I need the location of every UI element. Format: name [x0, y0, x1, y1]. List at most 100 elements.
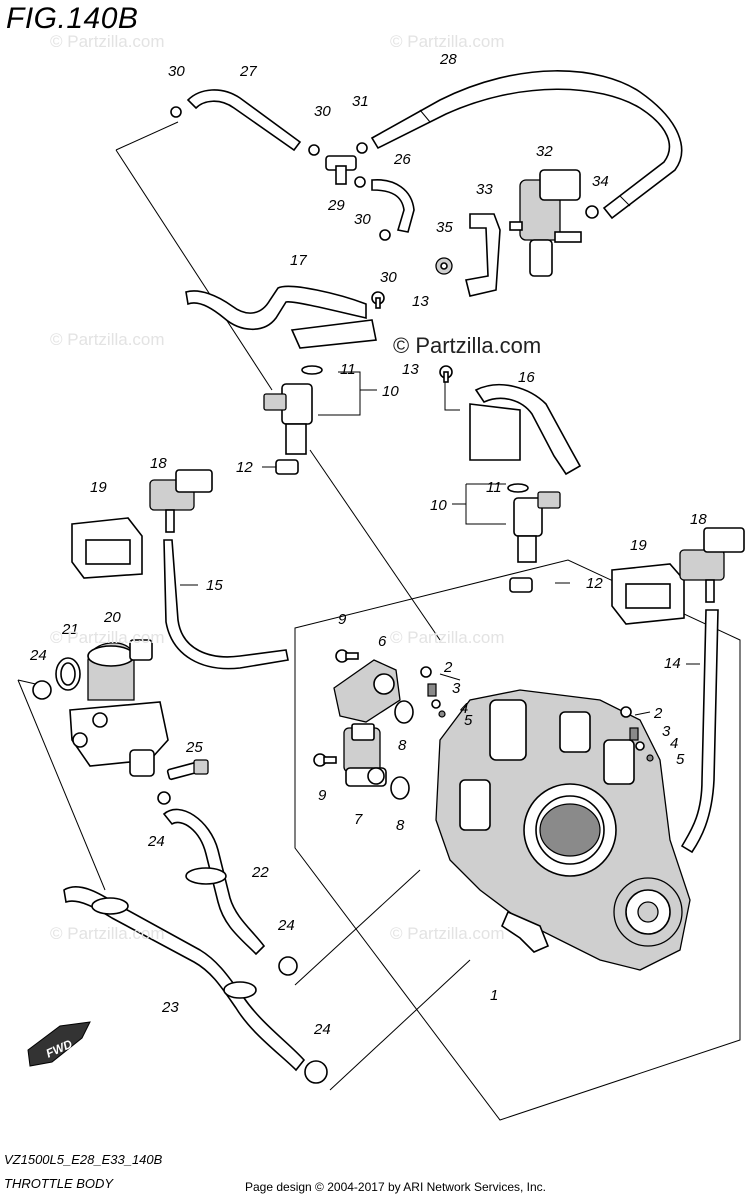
o-ring-21	[55, 657, 81, 691]
valve-20	[69, 639, 169, 777]
callout-13-b: 13	[402, 361, 419, 378]
hose-23	[63, 886, 306, 1072]
adjust-screws-2-5	[420, 666, 654, 762]
callout-3-a: 3	[452, 680, 461, 697]
callout-24-a: 24	[29, 647, 47, 664]
callout-19-a: 19	[90, 479, 107, 496]
callout-35: 35	[436, 219, 453, 236]
callout-11-a: 11	[340, 361, 356, 378]
callout-19-b: 19	[630, 537, 647, 554]
callout-5-a: 5	[464, 712, 473, 729]
callout-17: 17	[290, 252, 307, 269]
callout-13-a: 13	[412, 293, 429, 310]
callout-6: 6	[378, 633, 387, 650]
callout-33: 33	[476, 181, 493, 198]
sensor-18-left	[149, 469, 213, 533]
callout-1: 1	[490, 987, 498, 1004]
callout-30-b: 30	[314, 103, 331, 120]
callout-8-b: 8	[396, 817, 405, 834]
callout-12-a: 12	[236, 459, 253, 476]
callout-34: 34	[592, 173, 609, 190]
callout-numbers: 1 2 2 3 3 4 4 5 5 6 7 8 8 9 9 10 10 11 1…	[29, 51, 707, 1038]
injector-10-upper	[263, 383, 313, 455]
solenoid-32	[509, 169, 582, 277]
watermark: © Partzilla.com	[390, 32, 505, 51]
watermark: © Partzilla.com	[50, 330, 165, 349]
watermark: © Partzilla.com	[390, 924, 505, 943]
cover-19-left	[71, 517, 143, 579]
hose-14	[680, 609, 719, 854]
callout-4-b: 4	[670, 735, 678, 752]
hose-15	[163, 539, 289, 670]
sensor-18-right	[679, 527, 745, 603]
callout-24-d: 24	[313, 1021, 331, 1038]
callout-8-a: 8	[398, 737, 407, 754]
callout-32: 32	[536, 143, 553, 160]
callout-29: 29	[327, 197, 345, 214]
hose-26	[371, 179, 415, 233]
clamps-30	[170, 106, 391, 241]
injector-10-lower	[513, 491, 561, 563]
joint-29	[325, 155, 357, 185]
watermark: © Partzilla.com	[390, 628, 505, 647]
callout-21: 21	[61, 621, 79, 638]
callout-2-b: 2	[653, 705, 663, 722]
watermark: © Partzilla.com	[50, 924, 165, 943]
callout-4-a: 4	[460, 700, 468, 717]
callout-18-a: 18	[150, 455, 167, 472]
screw-13-lower	[439, 365, 453, 383]
hose-28	[370, 70, 683, 220]
callout-30-c: 30	[354, 211, 371, 228]
callout-12-b: 12	[586, 575, 603, 592]
callout-10-a: 10	[382, 383, 399, 400]
callout-24-b: 24	[147, 833, 165, 850]
callout-14: 14	[664, 655, 681, 672]
sensor-6	[333, 659, 401, 723]
hose-22	[162, 808, 266, 956]
model-code: VZ1500L5_E28_E33_140B	[4, 1152, 163, 1167]
callout-27: 27	[239, 63, 257, 80]
callout-31: 31	[352, 93, 369, 110]
callout-7: 7	[354, 811, 363, 828]
screws-9	[313, 649, 359, 767]
hose-27	[186, 89, 302, 152]
callout-2-a: 2	[443, 659, 453, 676]
cap-24-left	[32, 680, 52, 700]
o-ring-11-lower	[507, 483, 529, 493]
fuel-pipe-16	[469, 383, 582, 476]
callout-5-b: 5	[676, 751, 685, 768]
leader-lines	[17, 121, 741, 1121]
callout-9-a: 9	[338, 611, 347, 628]
watermark: © Partzilla.com	[50, 628, 165, 647]
cover-19-right	[611, 563, 685, 625]
fuel-rail-front	[290, 319, 377, 349]
clamp-34	[585, 205, 599, 219]
brand-watermark: © Partzilla.com	[393, 333, 542, 358]
hose-17	[185, 285, 367, 330]
callout-22: 22	[251, 864, 269, 881]
clip-24	[157, 791, 171, 805]
bracket-33	[465, 213, 501, 297]
copyright-text: Page design © 2004-2017 by ARI Network S…	[245, 1180, 547, 1194]
callout-3-b: 3	[662, 723, 671, 740]
callout-9-b: 9	[318, 787, 327, 804]
nut-35	[435, 257, 453, 275]
bolt-25	[166, 759, 209, 781]
sensor-7	[343, 723, 387, 787]
callout-15: 15	[206, 577, 223, 594]
callout-16: 16	[518, 369, 535, 386]
watermark: © Partzilla.com	[50, 32, 165, 51]
figure-title: FIG.140B	[6, 2, 139, 35]
cushion-12-upper	[275, 459, 299, 475]
cap-24-mid	[278, 956, 298, 976]
callout-18-b: 18	[690, 511, 707, 528]
cap-24-low	[304, 1060, 328, 1084]
callout-28: 28	[439, 51, 457, 68]
callout-23: 23	[161, 999, 179, 1016]
screw-13-upper	[371, 291, 385, 309]
callout-30-a: 30	[168, 63, 185, 80]
callout-30-d: 30	[380, 269, 397, 286]
callout-25: 25	[185, 739, 203, 756]
callout-11-b: 11	[486, 479, 502, 496]
